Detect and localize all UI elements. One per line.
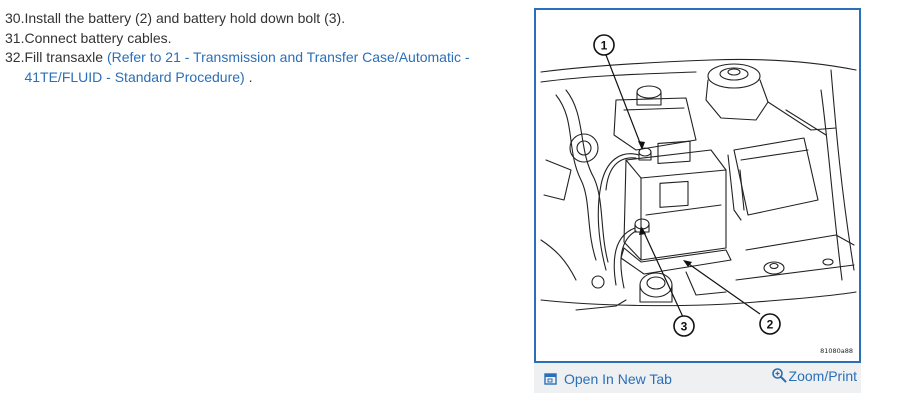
step-number: 30. (5, 10, 25, 26)
procedure-steps: 30. Install the battery (2) and battery … (5, 9, 505, 87)
step-30: 30. Install the battery (2) and battery … (5, 9, 505, 29)
figure-code: 81080a88 (820, 347, 853, 355)
callout-1-label: 1 (601, 39, 608, 53)
zoom-print-label: Zoom/Print (788, 368, 857, 384)
step-number: 32. (5, 49, 25, 65)
step-text-suffix: . (244, 68, 253, 85)
step-text: Fill transaxle (Refer to 21 - Transmissi… (24, 48, 505, 87)
step-32: 32. Fill transaxle (Refer to 21 - Transm… (5, 48, 505, 87)
open-in-new-tab-icon (544, 373, 557, 385)
step-text: Install the battery (2) and battery hold… (24, 10, 346, 26)
open-in-new-tab-label: Open In New Tab (564, 371, 672, 387)
zoom-print-button[interactable]: Zoom/Print (771, 367, 857, 384)
callout-2-label: 2 (767, 318, 774, 332)
callout-3-label: 3 (681, 320, 688, 334)
open-in-new-tab-button[interactable]: Open In New Tab (544, 371, 672, 387)
battery-illustration[interactable]: 1 2 3 81080a88 (534, 8, 861, 363)
step-text-lead: Fill transaxle (24, 49, 107, 65)
step-text: Connect battery cables. (24, 29, 172, 46)
engine-bay-drawing: 1 2 3 (540, 34, 857, 337)
step-number: 31. (5, 29, 25, 46)
zoom-magnifier-icon (771, 367, 787, 382)
step-31: 31. Connect battery cables. (5, 29, 505, 49)
figure-panel: 1 2 3 81080a88 Open In New Tab (534, 8, 861, 393)
figure-toolbar: Open In New Tab Zoom/Print (534, 363, 861, 393)
refer-to-transmission-link[interactable]: (Refer to 21 - Transmission and Transfer… (24, 49, 470, 85)
